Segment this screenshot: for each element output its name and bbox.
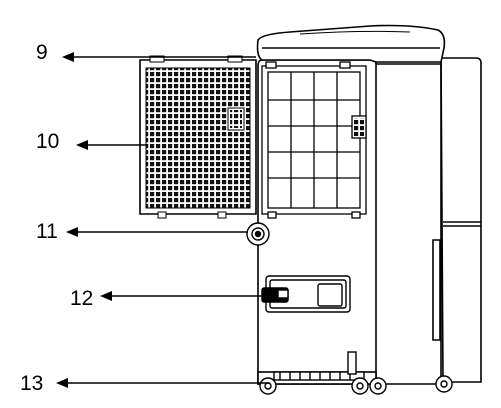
drain-outlet <box>246 222 270 246</box>
callout-number: 10 <box>36 130 59 153</box>
casters <box>259 351 453 395</box>
arrowhead-icon <box>56 378 68 388</box>
rear-intake-grid <box>261 61 367 219</box>
arrowhead-icon <box>62 52 74 62</box>
callout-9: 9 <box>36 41 256 64</box>
rear-air-filter <box>139 55 257 219</box>
callout-13: 13 <box>20 372 270 395</box>
arrowhead-icon <box>66 227 78 237</box>
water-tank-handle <box>261 275 351 313</box>
callout-number: 12 <box>70 287 93 310</box>
callout-number: 13 <box>20 372 43 395</box>
callout-12: 12 <box>70 287 262 310</box>
callout-number: 9 <box>36 41 48 64</box>
arrowhead-icon <box>100 291 112 301</box>
callout-10: 10 <box>36 130 148 153</box>
arrowhead-icon <box>76 140 88 150</box>
callout-number: 11 <box>36 220 58 243</box>
callout-11: 11 <box>36 220 248 243</box>
